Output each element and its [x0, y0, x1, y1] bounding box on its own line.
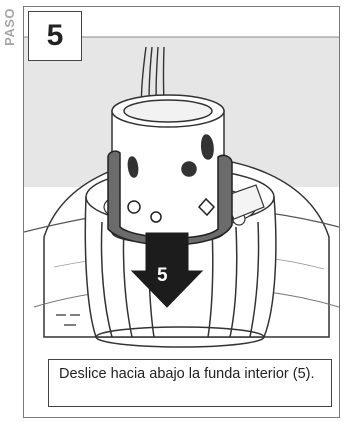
down-arrow-icon [130, 232, 204, 308]
arrow-callout-number: 5 [157, 265, 168, 286]
instruction-caption: Deslice hacia abajo la funda interior (5… [48, 359, 332, 407]
paso-label: PASO [2, 8, 17, 46]
step-frame: 5 5 Deslice hacia abajo la funda interio… [23, 6, 340, 418]
housing-markings [56, 314, 80, 326]
step-number-box: 5 [28, 11, 82, 61]
inner-cylinder [111, 94, 225, 244]
fan-assembly-illustration [24, 36, 339, 348]
